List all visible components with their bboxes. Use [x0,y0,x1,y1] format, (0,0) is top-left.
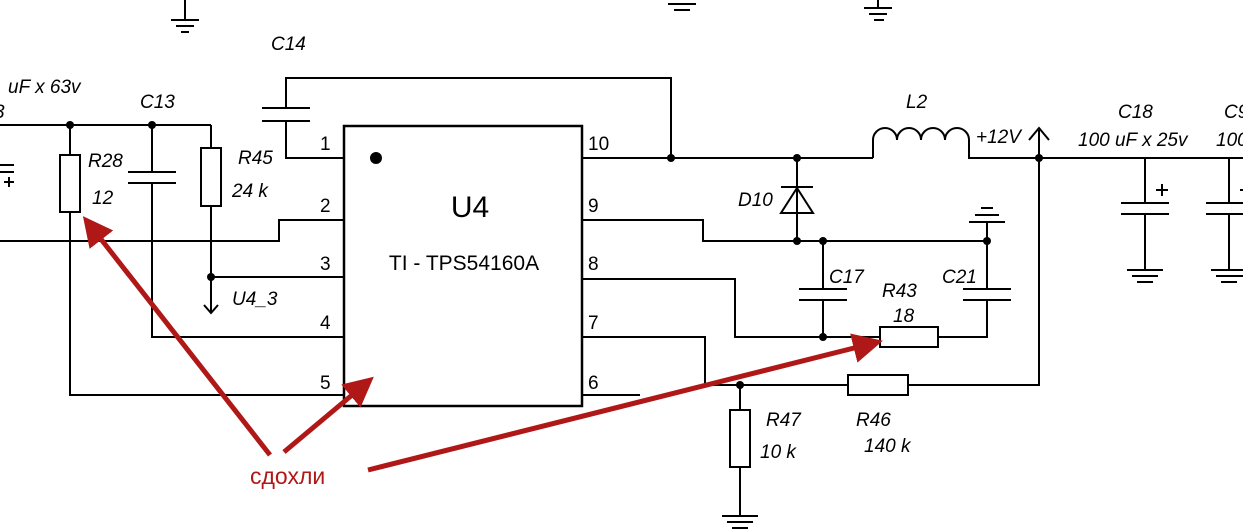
pin-label-4: 4 [320,313,331,334]
label-d10: D10 [738,190,773,211]
pin-label-6: 6 [588,373,599,394]
junction-dot [819,333,827,341]
label-r47: R47 [766,410,802,431]
annotation: сдохли [82,216,883,489]
label-left-cap-value: uF x 63v [8,77,82,98]
annotation-text: сдохли [250,463,325,489]
junction-dot [667,154,675,162]
pin-label-8: 8 [588,254,599,275]
top-grounds [171,0,892,33]
capacitor-c17 [799,288,847,301]
label-r43-value: 18 [893,306,915,327]
junction-dot [793,237,801,245]
pin-label-3: 3 [320,254,331,275]
resistor-r28 [59,154,81,213]
label-r45: R45 [238,148,273,169]
component-labels: C14 uF x 63v 3 C13 R28 12 R45 24 k U4_3 … [0,34,1243,463]
pin-label-2: 2 [320,196,331,217]
pin-label-9: 9 [588,196,599,217]
label-c18: C18 [1118,102,1153,123]
right-section [582,126,1243,529]
pin-label-5: 5 [320,373,331,394]
label-r28-value: 12 [92,188,114,209]
ic-body [342,124,584,408]
label-r28: R28 [88,151,123,172]
capacitor-c13 [128,171,176,184]
capacitor-c21 [963,288,1011,301]
left-section [0,121,344,396]
capacitor-c9 [1206,202,1243,215]
label-c21: C21 [942,267,977,288]
arrow-to-ic [282,376,374,454]
arrow-to-r43 [367,333,883,473]
capacitor-c18 [1121,202,1169,215]
diode-d10 [779,186,815,214]
ic-u4: U4 TI - TPS54160A 1 2 3 4 5 6 7 8 9 10 [320,124,609,408]
arrow-to-r28 [82,216,272,457]
label-c18-value: 100 uF x 25v [1078,130,1189,151]
label-c14: C14 [271,34,306,55]
ic-part-number: TI - TPS54160A [389,252,539,275]
resistor-r47 [729,409,751,468]
label-r43: R43 [882,281,917,302]
pin-label-1: 1 [320,134,331,155]
capacitor-c14 [262,107,310,122]
label-c9: C9 [1224,102,1243,123]
label-r46: R46 [856,410,891,431]
label-r46-value: 140 k [864,436,912,457]
resistor-r46 [847,374,909,396]
ic-ref: U4 [451,191,489,224]
pin1-dot [370,152,382,164]
label-r45-value: 24 k [231,181,269,202]
inductor-l2 [872,127,1243,159]
pin-label-10: 10 [588,134,609,155]
pin-label-7: 7 [588,313,599,334]
resistor-r43 [879,326,939,348]
output-caps [1121,158,1243,283]
label-left-cap-ref: 3 [0,102,5,123]
label-c13: C13 [140,92,175,113]
label-c9-value: 100 [1216,130,1243,151]
resistor-r45 [200,147,222,207]
label-c17: C17 [829,267,865,288]
capacitor-c14-group [262,77,672,159]
label-l2: L2 [906,92,928,113]
label-r47-value: 10 k [760,442,797,463]
label-out-voltage: +12V [976,127,1023,148]
label-u4-3: U4_3 [232,289,278,310]
